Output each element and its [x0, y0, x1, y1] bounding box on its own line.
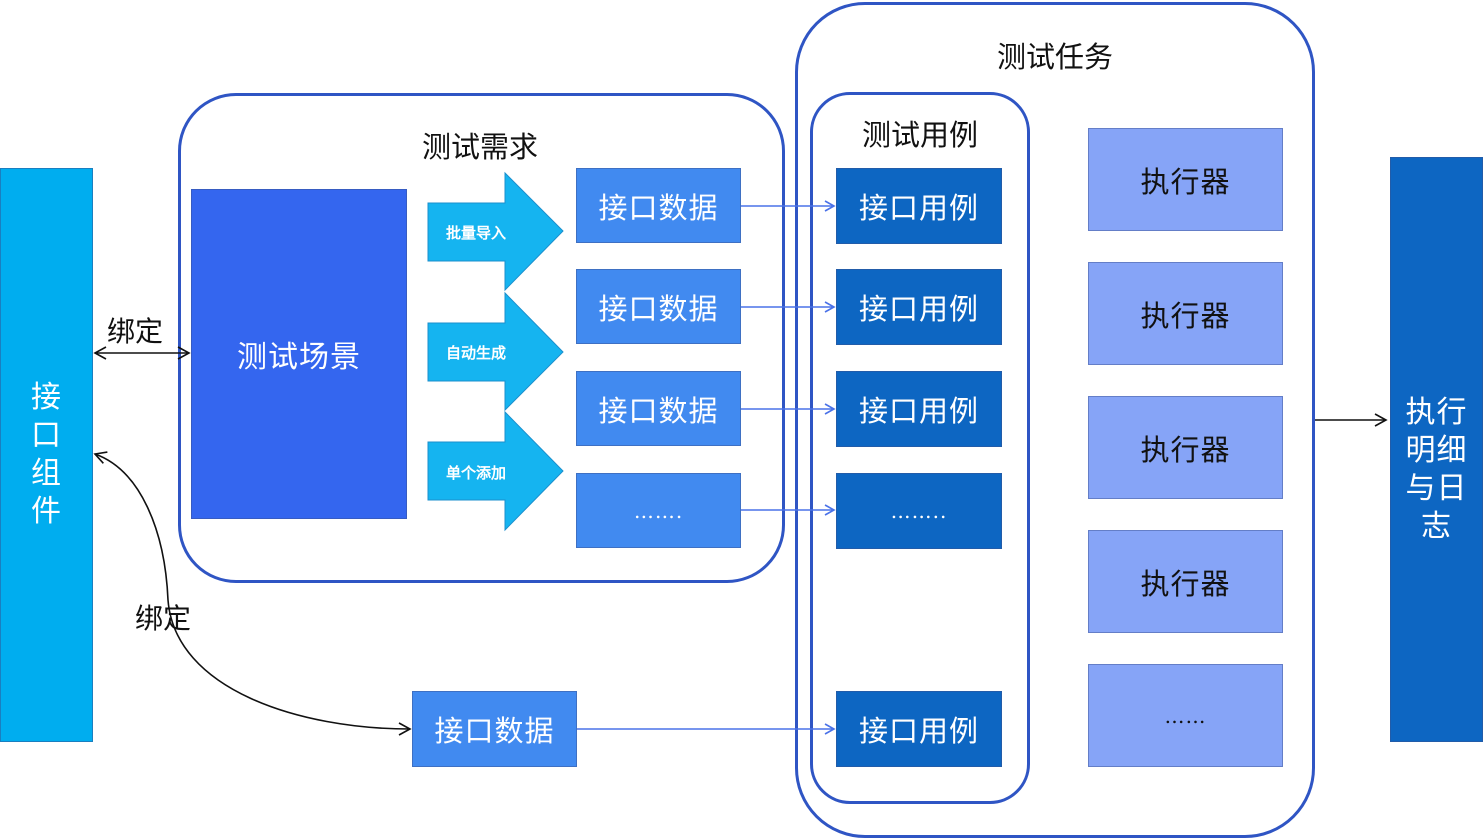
interface-data-box[interactable]: 接口数据	[576, 168, 741, 243]
executor-box[interactable]: 执行器	[1088, 128, 1283, 231]
test-cases-title: 测试用例	[861, 118, 978, 152]
interface-data-box[interactable]: 接口数据	[576, 269, 741, 344]
executor-label: 执行器	[1140, 164, 1231, 199]
method-label-auto-generate: 自动生成	[446, 344, 507, 362]
interface-data-label: 接口数据	[598, 393, 719, 428]
method-label-single-add: 单个添加	[446, 464, 507, 482]
interface-case-label: 接口用例	[858, 191, 979, 225]
test-scene-label: 测试场景	[237, 340, 361, 375]
executor-label: 执行器	[1140, 566, 1231, 601]
test-task-container	[795, 2, 1315, 838]
test-requirement-title: 测试需求	[421, 130, 538, 164]
execution-log-label: 执行明细与日志	[1405, 394, 1468, 544]
interface-case-label: 接口用例	[858, 714, 979, 748]
test-cases-container	[810, 92, 1030, 804]
execution-log-box[interactable]: 执行明细与日志	[1390, 157, 1483, 742]
interface-data-label: 接口数据	[598, 291, 719, 326]
executor-label: ……	[1164, 703, 1207, 728]
executor-label: 执行器	[1140, 432, 1231, 467]
executor-box-more[interactable]: ……	[1088, 664, 1283, 767]
interface-case-box[interactable]: 接口用例	[836, 371, 1002, 447]
interface-case-label: 接口用例	[858, 292, 979, 326]
interface-data-label: 接口数据	[598, 190, 719, 225]
interface-case-label: 接口用例	[858, 394, 979, 428]
interface-component[interactable]: 接口组件	[0, 168, 93, 742]
executor-box[interactable]: 执行器	[1088, 262, 1283, 365]
interface-component-label: 接口组件	[31, 380, 62, 529]
interface-case-box[interactable]: 接口用例	[836, 691, 1002, 767]
standalone-interface-data-label: 接口数据	[434, 714, 555, 748]
interface-case-box[interactable]: 接口用例	[836, 269, 1002, 345]
test-scene-box[interactable]: 测试场景	[191, 189, 407, 519]
bind-label-top: 绑定	[107, 315, 164, 348]
interface-case-label: ……..	[890, 499, 948, 523]
interface-data-box[interactable]: 接口数据	[576, 371, 741, 446]
executor-box[interactable]: 执行器	[1088, 396, 1283, 499]
interface-case-box[interactable]: 接口用例	[836, 168, 1002, 244]
standalone-interface-data-box[interactable]: 接口数据	[412, 691, 577, 767]
method-label-batch-import: 批量导入	[446, 224, 507, 242]
executor-box[interactable]: 执行器	[1088, 530, 1283, 633]
test-task-title: 测试任务	[996, 40, 1113, 74]
test-requirement-container	[178, 93, 785, 583]
executor-label: 执行器	[1140, 298, 1231, 333]
interface-case-box-more[interactable]: ……..	[836, 473, 1002, 549]
interface-data-box-more[interactable]: …….	[576, 473, 741, 548]
bind-label-bottom: 绑定	[135, 602, 192, 635]
interface-data-label: …….	[633, 498, 684, 523]
